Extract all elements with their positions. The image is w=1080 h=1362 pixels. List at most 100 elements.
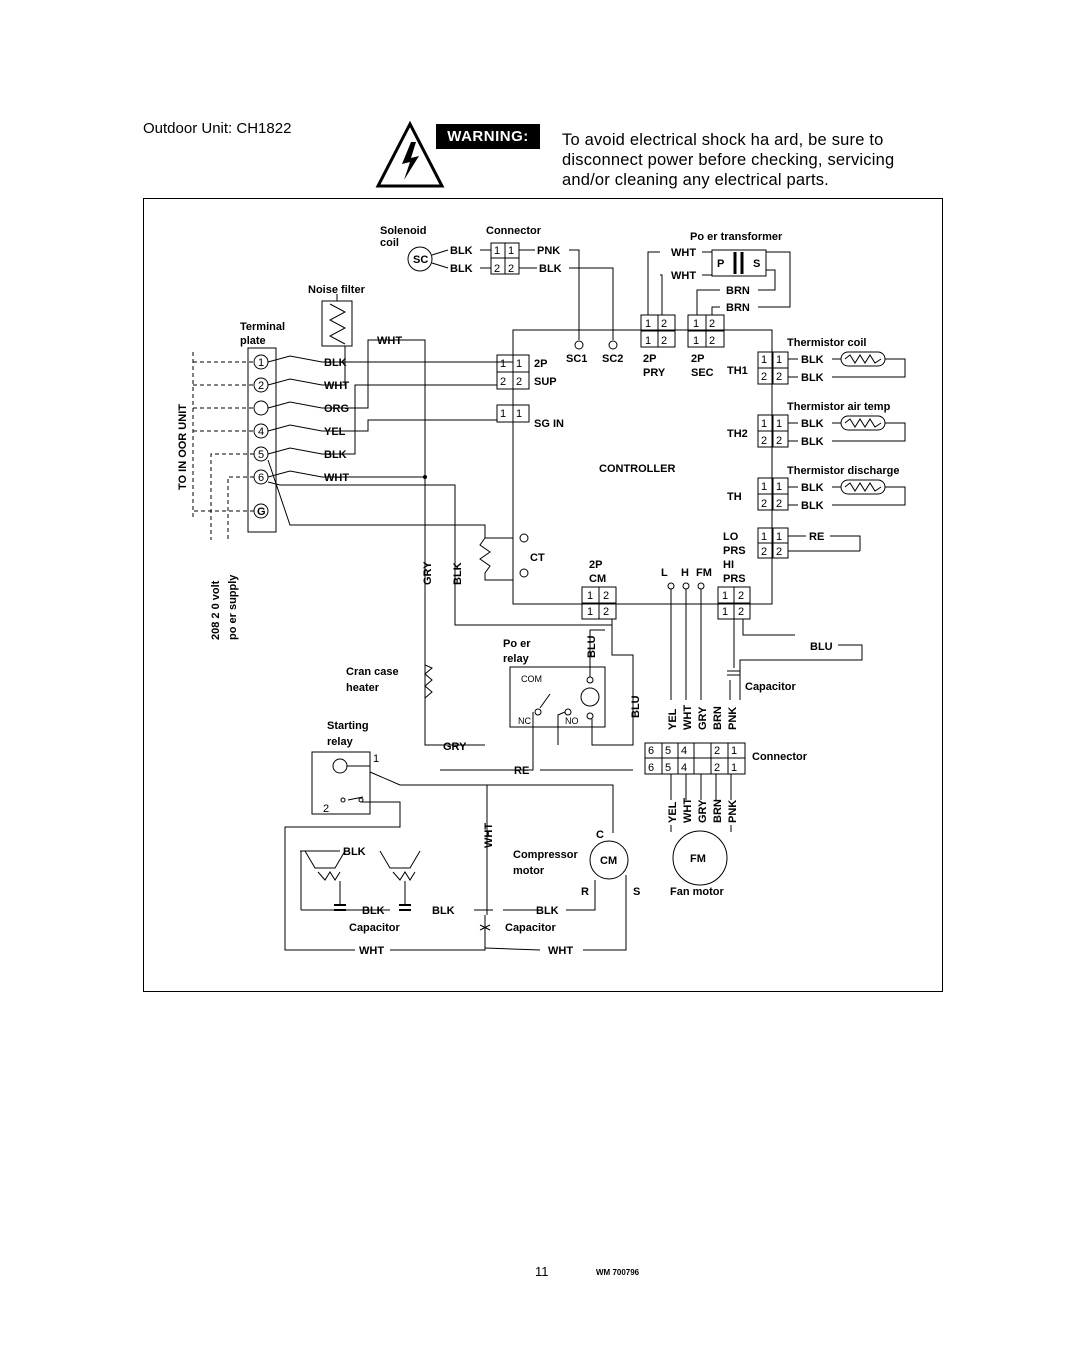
pin-label: 1 [776,354,782,366]
connector-pin: 1 [731,745,737,757]
warning-text: To avoid electrical shock ha ard, be sur… [562,130,962,190]
pin-label: 1 [761,418,767,430]
wire-label: BLK [801,354,824,366]
controller-label: 2P [691,353,704,365]
wire-label: BLK [450,263,473,275]
pin-label: 2 [494,263,500,275]
connector-pin: 5 [665,745,671,757]
controller-label: TH1 [727,365,748,377]
pin-label: 2 [738,606,744,618]
controller-label: SG IN [534,418,564,430]
pin-label: 1 [776,418,782,430]
connector-label: Connector [752,751,808,763]
pin-label: 1 [722,590,728,602]
relay-com-label: COM [521,674,542,684]
wire-label: WHT [682,705,694,730]
pin-label: 1 [516,358,522,370]
page-title: Outdoor Unit: CH1822 [143,120,292,137]
fan-motor-label: Fan motor [670,886,724,898]
wire-label: BRN [712,799,724,823]
compressor-c-label: C [596,829,604,841]
pin-label: 1 [761,531,767,543]
wire-label: WHT [483,823,495,848]
wire-label: WHT [671,270,696,282]
wire-label: BLK [801,482,824,494]
wire-label: WHT [324,380,349,392]
terminal-number: 1 [258,357,264,369]
pin-label: 2 [709,318,715,330]
pin-label: 1 [500,408,506,420]
power-relay-label: Po er [503,638,531,650]
pin-label: 1 [516,408,522,420]
pin-label: 1 [693,318,699,330]
wire-label: BLK [452,562,464,585]
power-transformer-label: Po er transformer [690,231,783,243]
terminal-number: 2 [258,380,264,392]
controller-label: PRS [723,545,746,557]
controller-label: 2P [643,353,656,365]
controller-label: LO [723,531,739,543]
pin-label: 2 [709,335,715,347]
relay-nc-label: NC [518,716,531,726]
pin-label: 1 [645,335,651,347]
wire-label: BLK [536,905,559,917]
crankcase-label: Cran case [346,666,399,678]
controller-label: PRY [643,367,666,379]
connector-pin: 2 [714,745,720,757]
wire-label: BLK [324,357,347,369]
starting-relay-label: Starting [327,720,369,732]
compressor-s-label: S [633,886,640,898]
pin-label: 2 [516,376,522,388]
controller-label: FM [696,567,712,579]
warning-line: and/or cleaning any electrical parts. [562,171,829,189]
transformer-p-label: P [717,258,724,270]
controller-label: SC2 [602,353,623,365]
wire-label: GRY [443,741,467,753]
pin-label: 2 [761,498,767,510]
wire-label: BLK [450,245,473,257]
wire-label: WHT [359,945,384,957]
wire-label: BLK [801,436,824,448]
compressor-cm-label: CM [600,855,617,867]
wire-label: ORG [324,403,349,415]
supply-power-label: po er supply [227,574,239,640]
pin-label: 1 [373,753,379,765]
terminal-number: 6 [258,472,264,484]
controller-label: 2P [534,358,547,370]
connector-pin: 1 [731,762,737,774]
coil-label: coil [380,237,399,249]
thermistor-air-label: Thermistor air temp [787,401,891,413]
compressor-label: Compressor [513,849,579,861]
capacitor-label: Capacitor [505,922,556,934]
pin-label: 1 [693,335,699,347]
pin-label: 2 [508,263,514,275]
wire-label: PNK [537,245,560,257]
wire-label: GRY [422,561,434,585]
pin-label: 2 [661,318,667,330]
pin-label: 1 [776,531,782,543]
wire-label: BLK [801,418,824,430]
connector-pin: 4 [681,762,687,774]
supply-voltage-label: 208 2 0 volt [210,580,222,640]
capacitor-label: Capacitor [349,922,400,934]
compressor-label: motor [513,865,545,877]
wire-label: BRN [726,302,750,314]
pin-label: 2 [761,435,767,447]
wire-label: BLK [801,372,824,384]
starting-relay-label: relay [327,736,354,748]
connector-pin: 6 [648,762,654,774]
thermistor-discharge-label: Thermistor discharge [787,465,899,477]
transformer-s-label: S [753,258,760,270]
wire-label: BLU [586,635,598,658]
pin-label: 2 [776,435,782,447]
wire-label: RE [514,765,529,777]
solenoid-label: Solenoid [380,225,426,237]
wire-label: WHT [377,335,402,347]
wire-label: BRN [726,285,750,297]
pin-label: 2 [738,590,744,602]
wire-label: BLK [324,449,347,461]
pin-label: 2 [603,590,609,602]
thermistor-coil-label: Thermistor coil [787,337,866,349]
controller-label: PRS [723,573,746,585]
wire-label: BLK [801,500,824,512]
